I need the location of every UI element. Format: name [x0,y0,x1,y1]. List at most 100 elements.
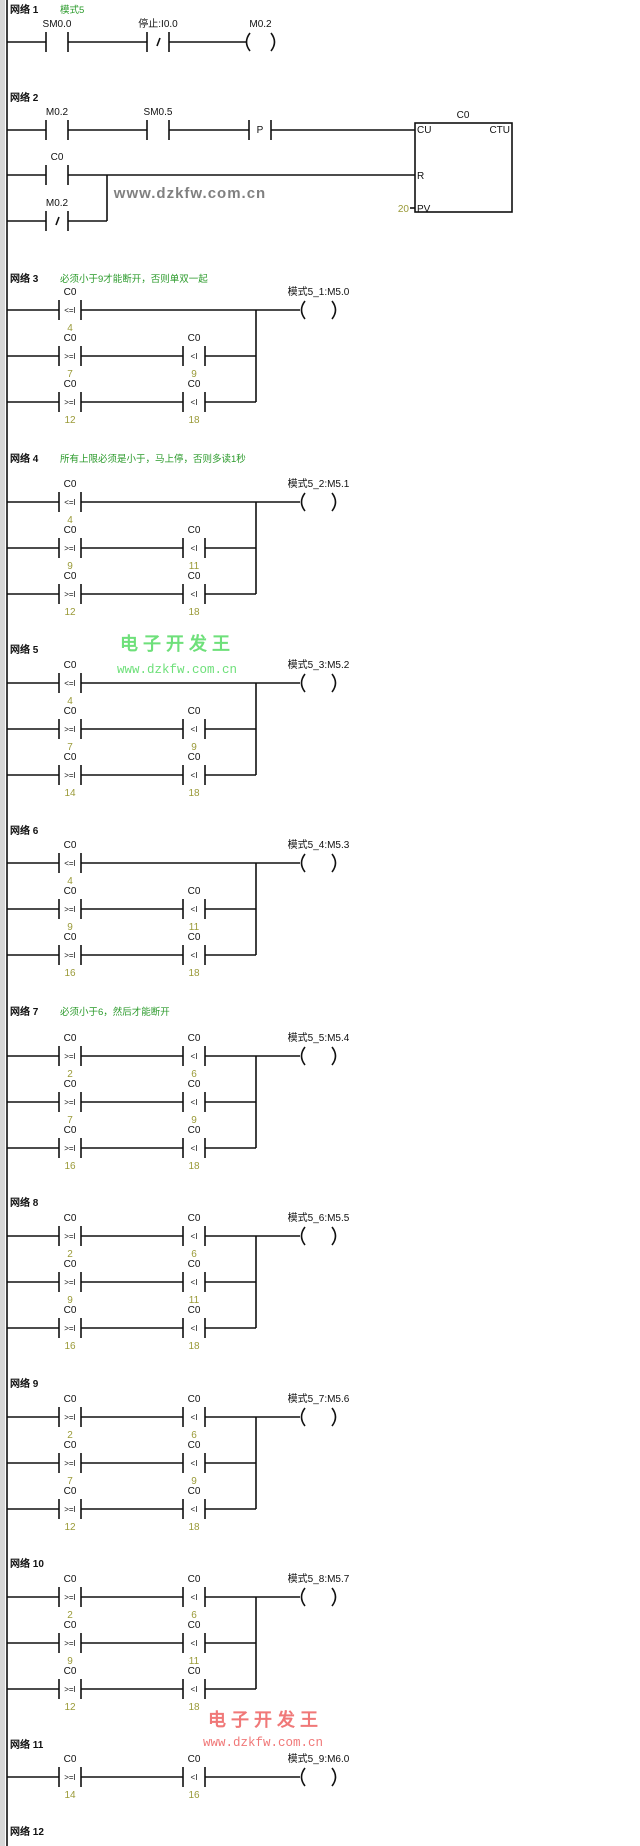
output-coil[interactable]: M0.2 [245,19,276,52]
compare-contact[interactable]: C0>=I12 [58,1666,82,1713]
compare-contact[interactable]: C0<I18 [182,752,206,799]
watermark-brand-green: 电子开发王 [120,633,235,655]
compare-operator: >=I [64,1593,76,1602]
compare-contact[interactable]: C0<I11 [182,1259,206,1306]
compare-operator: >=I [64,1278,76,1287]
compare-contact[interactable]: C0>=I16 [58,1125,82,1172]
compare-contact[interactable]: C0>=I14 [58,1754,82,1801]
output-coil[interactable]: 模式5_5:M5.4 [288,1031,350,1066]
compare-contact[interactable]: C0>=I9 [58,525,82,572]
output-coil[interactable]: 模式5_2:M5.1 [288,477,350,512]
compare-operator: >=I [64,1413,76,1422]
compare-contact[interactable]: C0<I18 [182,1125,206,1172]
contact-sm0-5[interactable]: SM0.5 [144,107,173,140]
contact-operand: C0 [64,1754,77,1765]
compare-contact[interactable]: C0<I18 [182,571,206,618]
compare-contact[interactable]: C0>=I9 [58,1259,82,1306]
coil-left-arc [300,1407,306,1427]
compare-contact[interactable]: C0<I9 [182,333,206,380]
output-coil[interactable]: 模式5_4:M5.3 [288,838,350,873]
compare-contact[interactable]: C0<I16 [182,1754,206,1801]
compare-contact[interactable]: C0>=I9 [58,1620,82,1667]
compare-contact[interactable]: C0<I6 [182,1213,206,1260]
compare-contact[interactable]: C0>=I7 [58,333,82,380]
compare-operator: <=I [64,498,76,507]
compare-contact[interactable]: C0>=I2 [58,1213,82,1260]
compare-contact[interactable]: C0>=I9 [58,886,82,933]
compare-contact[interactable]: C0<I18 [182,932,206,979]
compare-contact[interactable]: C0>=I16 [58,932,82,979]
output-coil[interactable]: 模式5_6:M5.5 [288,1211,350,1246]
compare-contact[interactable]: C0<I11 [182,886,206,933]
edge-p-contact[interactable]: P [248,120,272,140]
compare-operator: <I [191,398,198,407]
output-coil[interactable]: 模式5_1:M5.0 [288,285,350,320]
compare-contact[interactable]: C0<I9 [182,706,206,753]
compare-contact[interactable]: C0>=I7 [58,1079,82,1126]
contact-c0[interactable]: C0 [45,152,69,185]
compare-contact[interactable]: C0<=I4 [58,660,82,707]
compare-contact[interactable]: C0>=I2 [58,1033,82,1080]
compare-contact[interactable]: C0<=I4 [58,287,82,334]
compare-operator: <I [191,590,198,599]
compare-contact[interactable]: C0<I11 [182,1620,206,1667]
compare-contact[interactable]: C0>=I7 [58,706,82,753]
contact-stop-i0-0[interactable]: 停止:I0.0 [138,17,178,52]
coil-right-arc [331,1407,337,1427]
network-label: 网络 1 [10,3,39,16]
output-coil[interactable]: 模式5_9:M6.0 [288,1752,350,1787]
contact-m0-2-negated[interactable]: M0.2 [45,198,69,231]
coil-right-arc [331,1767,337,1787]
network-label: 网络 12 [10,1825,44,1838]
compare-contact[interactable]: C0<I18 [182,1666,206,1713]
contact-operand: SM0.0 [43,19,72,30]
compare-contact[interactable]: C0<=I4 [58,840,82,887]
compare-contact[interactable]: C0>=I14 [58,752,82,799]
output-coil[interactable]: 模式5_8:M5.7 [288,1572,350,1607]
compare-contact[interactable]: C0>=I12 [58,379,82,426]
compare-contact[interactable]: C0>=I12 [58,1486,82,1533]
compare-value: 16 [188,1790,200,1801]
output-coil[interactable]: 模式5_7:M5.6 [288,1392,350,1427]
contact-operand: C0 [188,1440,201,1451]
contact-sm0-0[interactable]: SM0.0 [43,19,72,52]
compare-value: 7 [67,369,73,380]
compare-value: 7 [67,742,73,753]
compare-contact[interactable]: C0<I6 [182,1394,206,1441]
compare-contact[interactable]: C0<I18 [182,379,206,426]
compare-contact[interactable]: C0>=I7 [58,1440,82,1487]
compare-contact[interactable]: C0>=I16 [58,1305,82,1352]
contact-operand: C0 [64,1033,77,1044]
contact-operand: C0 [188,1574,201,1585]
compare-value: 7 [67,1115,73,1126]
compare-contact[interactable]: C0>=I2 [58,1394,82,1441]
compare-contact[interactable]: C0<I11 [182,525,206,572]
compare-contact[interactable]: C0>=I12 [58,571,82,618]
compare-operator: <=I [64,679,76,688]
negation-slash [156,37,161,47]
contact-operand: C0 [64,1305,77,1316]
compare-contact[interactable]: C0<I9 [182,1079,206,1126]
contact-operand: C0 [188,932,201,943]
contact-m0-2[interactable]: M0.2 [45,107,69,140]
network-label: 网络 6 [10,824,39,837]
compare-contact[interactable]: C0>=I2 [58,1574,82,1621]
coil-left-arc [300,1226,306,1246]
compare-operator: >=I [64,590,76,599]
watermark-url-green: www.dzkfw.com.cn [117,663,237,677]
output-coil[interactable]: 模式5_3:M5.2 [288,658,350,693]
contact-operand: C0 [64,479,77,490]
compare-contact[interactable]: C0<I18 [182,1486,206,1533]
network-6: 网络 6 [7,824,300,956]
counter-box-frame [414,122,513,213]
compare-contact[interactable]: C0<I6 [182,1574,206,1621]
compare-contact[interactable]: C0<I6 [182,1033,206,1080]
compare-operator: <I [191,905,198,914]
compare-contact[interactable]: C0<I9 [182,1440,206,1487]
compare-operator: >=I [64,1459,76,1468]
compare-contact[interactable]: C0<I18 [182,1305,206,1352]
coil-address: 模式5_2:M5.1 [288,477,350,490]
compare-contact[interactable]: C0<=I4 [58,479,82,526]
compare-operator: <I [191,1232,198,1241]
